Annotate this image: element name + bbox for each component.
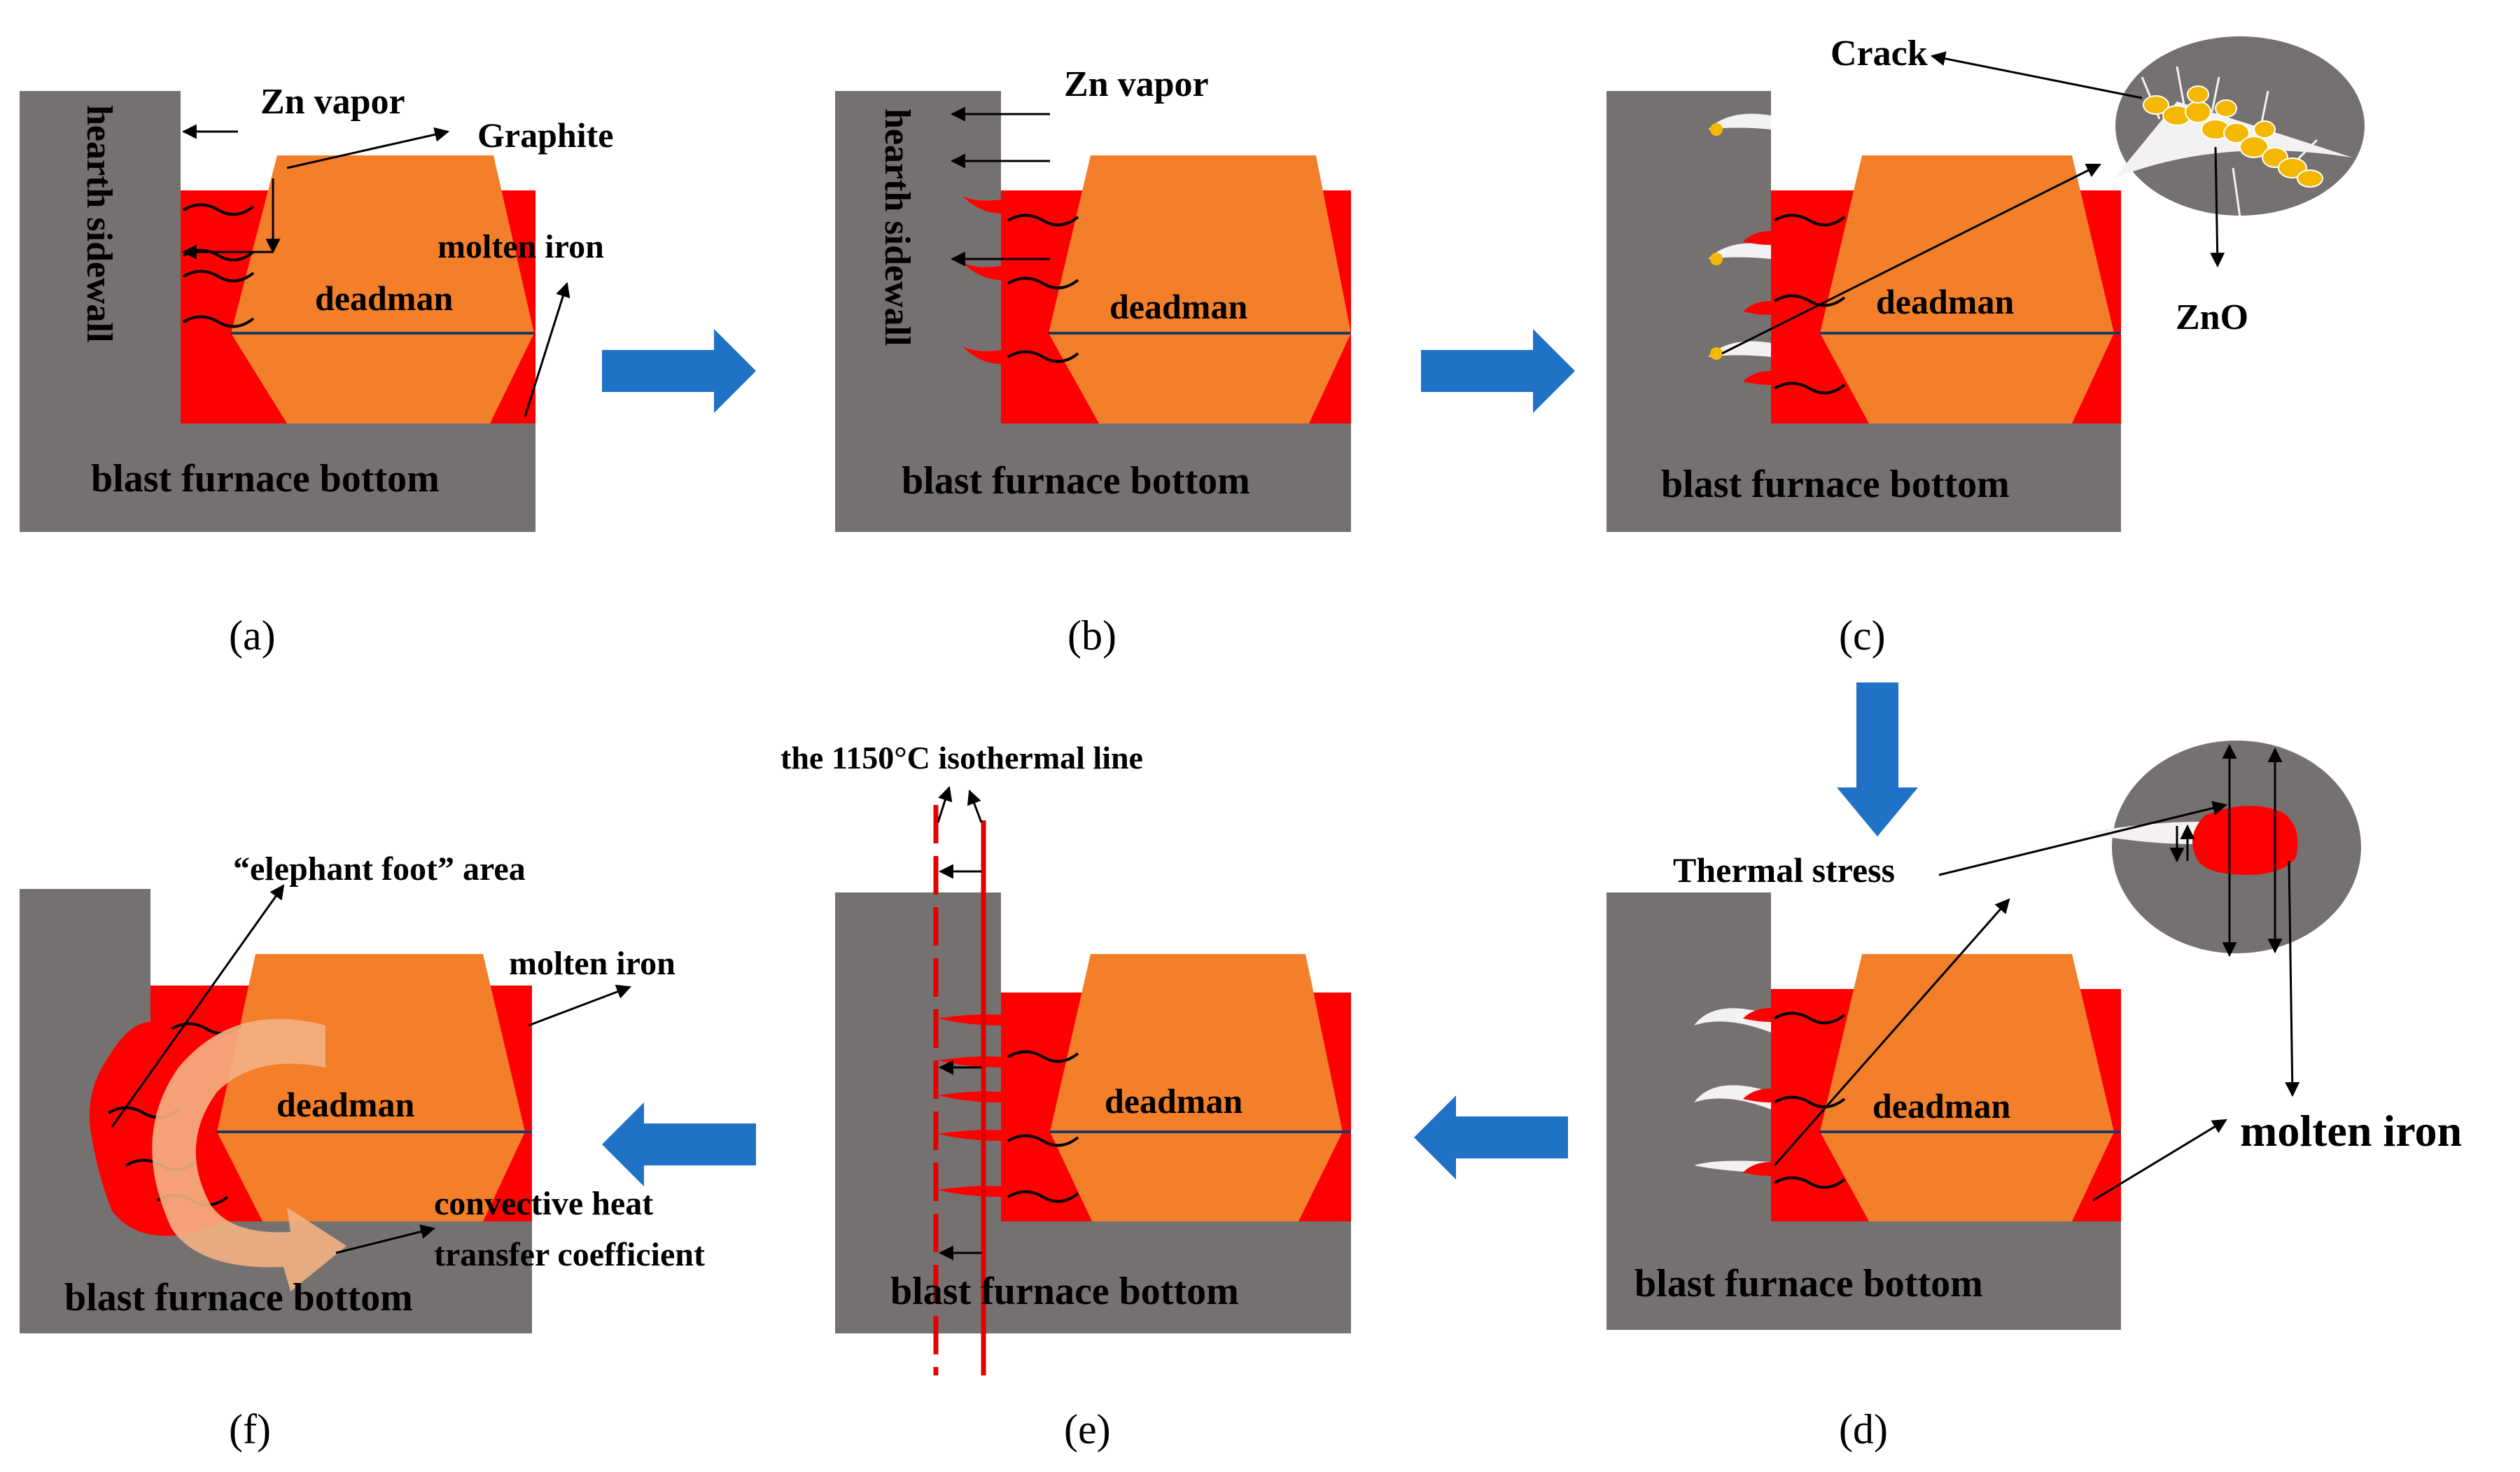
flow-arrow-a-b (602, 329, 756, 413)
deadman-label: deadman (315, 279, 453, 318)
hearth-sidewall-label: hearth sidewall (877, 108, 917, 346)
deadman-label: deadman (1876, 282, 2014, 321)
panel-a: hearth sidewall Zn vapor Graphite molten… (20, 82, 613, 659)
thermal-stress-label: Thermal stress (1673, 850, 1895, 890)
hearth-wall (1606, 91, 2121, 532)
deadman-body (1820, 155, 2114, 423)
bottom-label: blast furnace bottom (1634, 1262, 1983, 1305)
zn-vapor-arrows (950, 106, 1050, 267)
graphite-wavy-lines (182, 203, 255, 328)
flow-arrow-b-c (1421, 329, 1575, 413)
crack (1708, 113, 1771, 129)
deadman-body (1050, 954, 1343, 1221)
molten-iron-label: molten iron (438, 228, 604, 265)
stress-zoom-ellipse (2082, 741, 2361, 958)
convective-label-line1: convective heat (434, 1185, 653, 1222)
graphite-wavy-lines (1007, 1050, 1079, 1203)
deadman-body (1820, 954, 2114, 1221)
hearth-sidewall-label: hearth sidewall (79, 105, 119, 342)
annotation-arrows (1721, 51, 2225, 355)
panel-e: the 1150°C isothermal line deadman blast… (780, 740, 1351, 1452)
deadman-label: deadman (276, 1085, 414, 1124)
zn-vapor-arrows (181, 124, 570, 417)
deadman-label: deadman (1872, 1086, 2010, 1126)
deadman-body (231, 155, 534, 423)
caption-a: (a) (229, 612, 276, 659)
annotation-arrows (1773, 801, 2300, 1202)
convective-label-line2: transfer coefficient (434, 1236, 705, 1273)
crack-label: Crack (1830, 34, 1928, 73)
zn-vapor-label: Zn vapor (1064, 64, 1209, 104)
hearth-wall (835, 892, 1351, 1333)
convective-flow-arrow (152, 1018, 347, 1291)
flow-arrow-e-f (602, 1102, 756, 1186)
graphite-wavy-lines (1773, 213, 1846, 395)
deadman-body (1049, 155, 1351, 423)
molten-iron-label: molten iron (509, 945, 676, 982)
bottom-label: blast furnace bottom (64, 1276, 413, 1319)
zno-grains (2143, 85, 2323, 188)
graphite-wavy-lines (1773, 1011, 1846, 1189)
panel-f: “elephant foot” area molten iron deadman… (20, 850, 705, 1452)
bottom-label: blast furnace bottom (91, 457, 440, 500)
molten-iron-label: molten iron (2240, 1106, 2462, 1156)
panel-c: Crack ZnO deadman blast furnace bottom (… (1606, 34, 2365, 659)
zn-vapor-label: Zn vapor (260, 82, 405, 122)
caption-d: (d) (1839, 1406, 1888, 1452)
wall-cracks (1708, 113, 1771, 385)
bottom-label: blast furnace bottom (902, 459, 1250, 503)
deadman-label: deadman (1105, 1081, 1242, 1121)
flow-arrow-d-e (1414, 1095, 1568, 1179)
bottom-label: blast furnace bottom (890, 1270, 1239, 1313)
annotation-arrows (937, 785, 983, 1261)
zno-label: ZnO (2176, 297, 2248, 337)
isotherm-label: the 1150°C isothermal line (780, 740, 1143, 776)
caption-f: (f) (229, 1406, 271, 1452)
panel-b: hearth sidewall Zn vapor deadman blast f… (835, 64, 1351, 659)
annotation-arrows (111, 884, 631, 1254)
elephant-foot-label: “elephant foot” area (233, 850, 526, 888)
crack-zoom-ellipse (2114, 36, 2365, 218)
bottom-label: blast furnace bottom (1661, 463, 2010, 506)
molten-blob (2192, 806, 2298, 875)
hearth-wall (1606, 892, 2121, 1330)
caption-b: (b) (1068, 612, 1116, 659)
panel-d: Thermal stress molten iron deadman blast… (1606, 741, 2462, 1452)
graphite-label: Graphite (477, 115, 613, 155)
hearth-wall (835, 91, 1351, 532)
hearth-wall (20, 91, 536, 532)
caption-c: (c) (1839, 612, 1886, 659)
deadman-label: deadman (1110, 287, 1247, 326)
wall-cracks (1694, 1008, 1771, 1176)
flow-arrow-c-d (1837, 682, 1918, 836)
crack (1708, 243, 1771, 259)
graphite-wavy-lines (1007, 213, 1079, 363)
caption-e: (e) (1064, 1406, 1111, 1452)
red-penetration-tongues (962, 196, 1001, 364)
